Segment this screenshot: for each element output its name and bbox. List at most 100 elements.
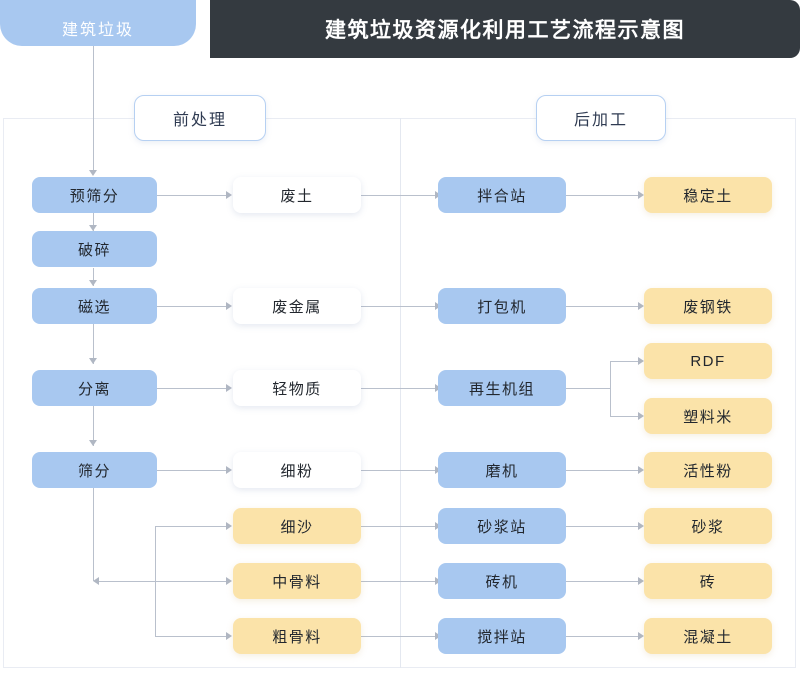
node-active-powder-label: 活性粉 — [683, 462, 733, 480]
node-stabilized-soil[interactable]: 稳定土 — [644, 177, 772, 213]
node-plastic-pellet[interactable]: 塑料米 — [644, 398, 772, 434]
section-label-postprocessing[interactable]: 后加工 — [536, 95, 666, 141]
node-light-material[interactable]: 轻物质 — [233, 370, 361, 406]
edge-finepowder-to-mill — [361, 470, 435, 471]
edge-separate-to-sieve — [93, 406, 94, 446]
node-waste-metal-label: 废金属 — [272, 298, 322, 316]
node-concrete[interactable]: 混凝土 — [644, 618, 772, 654]
source-node-tab[interactable]: 建筑垃圾 — [0, 0, 196, 46]
node-crushing[interactable]: 破碎 — [32, 231, 157, 267]
arrowhead-bracket-to-rdf — [638, 357, 644, 365]
edge-mixingstation-to-stabilizedsoil — [566, 195, 638, 196]
edge-presieve-to-crush — [93, 213, 94, 231]
edge-medagg-to-brickmachine — [361, 581, 435, 582]
edge-magnetic-to-separate — [93, 324, 94, 364]
arrowhead-bracket-to-coarseagg — [226, 632, 232, 640]
node-mixing-station-label: 拌合站 — [477, 187, 527, 205]
node-coarse-aggregate-label: 粗骨料 — [272, 628, 322, 646]
node-sieving[interactable]: 筛分 — [32, 452, 157, 488]
node-mill[interactable]: 磨机 — [438, 452, 566, 488]
node-waste-metal[interactable]: 废金属 — [233, 288, 361, 324]
node-coarse-aggregate[interactable]: 粗骨料 — [233, 618, 361, 654]
node-presieve[interactable]: 预筛分 — [32, 177, 157, 213]
edge-bracket-to-finesand — [155, 526, 226, 527]
node-stabilized-soil-label: 稳定土 — [683, 187, 733, 205]
edge-recycleunit-to-split — [566, 388, 611, 389]
edge-sieve-to-bracket — [99, 581, 156, 582]
node-scrap-steel[interactable]: 废钢铁 — [644, 288, 772, 324]
node-mortar-station-label: 砂浆站 — [477, 518, 527, 536]
arrowhead-separate-to-sieve — [89, 440, 97, 446]
section-divider — [400, 118, 401, 668]
edge-bracket-to-rdf — [610, 361, 638, 362]
node-sieving-label: 筛分 — [77, 462, 111, 480]
node-baler-label: 打包机 — [477, 298, 527, 316]
node-plastic-pellet-label: 塑料米 — [683, 408, 733, 426]
node-mortar-station[interactable]: 砂浆站 — [438, 508, 566, 544]
node-fine-sand-label: 细沙 — [280, 518, 314, 536]
node-agitator-station-label: 搅拌站 — [477, 628, 527, 646]
edge-source-to-presieve — [93, 46, 94, 170]
node-waste-soil-label: 废土 — [280, 187, 314, 205]
arrowhead-bracket-to-finesand — [226, 522, 232, 530]
edge-mill-to-activepowder — [566, 470, 638, 471]
diagram-frame — [3, 118, 796, 668]
node-brick[interactable]: 砖 — [644, 563, 772, 599]
node-concrete-label: 混凝土 — [683, 628, 733, 646]
arrowhead-bracket-to-medagg — [226, 577, 232, 585]
section-label-pretreatment-text: 前处理 — [172, 112, 227, 129]
node-fine-powder[interactable]: 细粉 — [233, 452, 361, 488]
edge-baler-to-scrapsteel — [566, 306, 638, 307]
arrowhead-baler-to-scrapsteel — [638, 302, 644, 310]
node-separation-label: 分离 — [77, 380, 111, 398]
edge-lightmaterial-to-recycleunit — [361, 388, 435, 389]
node-recycling-unit-label: 再生机组 — [468, 380, 535, 398]
arrowhead-agitator-to-concrete — [638, 632, 644, 640]
node-light-material-label: 轻物质 — [272, 380, 322, 398]
node-agitator-station[interactable]: 搅拌站 — [438, 618, 566, 654]
edge-brickmachine-to-brick — [566, 581, 638, 582]
node-fine-sand[interactable]: 细沙 — [233, 508, 361, 544]
edge-mortarstation-to-mortar — [566, 526, 638, 527]
edge-coarseagg-to-agitator — [361, 636, 435, 637]
node-medium-aggregate[interactable]: 中骨料 — [233, 563, 361, 599]
recycleunit-bracket-spine — [610, 361, 611, 416]
node-brick-machine-label: 砖机 — [485, 573, 519, 591]
arrowhead-sieve-bracket — [93, 577, 99, 585]
arrowhead-mixingstation-to-stabilizedsoil — [638, 191, 644, 199]
arrowhead-source-to-presieve — [89, 170, 97, 176]
node-brick-label: 砖 — [699, 573, 717, 591]
node-separation[interactable]: 分离 — [32, 370, 157, 406]
source-node-label: 建筑垃圾 — [61, 22, 134, 39]
node-active-powder[interactable]: 活性粉 — [644, 452, 772, 488]
arrowhead-magnetic-to-separate — [89, 358, 97, 364]
node-scrap-steel-label: 废钢铁 — [683, 298, 733, 316]
node-crushing-label: 破碎 — [77, 241, 111, 259]
node-rdf[interactable]: RDF — [644, 343, 772, 379]
edge-sieve-down-trunk — [93, 488, 94, 581]
node-mixing-station[interactable]: 拌合站 — [438, 177, 566, 213]
edge-bracket-to-medagg — [155, 581, 226, 582]
section-label-postprocessing-text: 后加工 — [573, 112, 628, 129]
edge-sieve-to-finepowder — [157, 470, 226, 471]
node-waste-soil[interactable]: 废土 — [233, 177, 361, 213]
edge-bracket-to-coarseagg — [155, 636, 226, 637]
node-brick-machine[interactable]: 砖机 — [438, 563, 566, 599]
node-fine-powder-label: 细粉 — [280, 462, 314, 480]
node-magnetic-separation[interactable]: 磁选 — [32, 288, 157, 324]
edge-crush-to-magnetic — [93, 268, 94, 286]
edge-agitator-to-concrete — [566, 636, 638, 637]
arrowhead-magnetic-to-wastemetal — [226, 302, 232, 310]
arrowhead-mortarstation-to-mortar — [638, 522, 644, 530]
node-recycling-unit[interactable]: 再生机组 — [438, 370, 566, 406]
arrowhead-presieve-to-crush — [89, 225, 97, 231]
node-mill-label: 磨机 — [485, 462, 519, 480]
arrowhead-mill-to-activepowder — [638, 466, 644, 474]
edge-wastesoil-to-mixingstation — [361, 195, 435, 196]
node-baler[interactable]: 打包机 — [438, 288, 566, 324]
arrowhead-presieve-to-wastesoil — [226, 191, 232, 199]
node-magnetic-separation-label: 磁选 — [77, 298, 111, 316]
section-label-pretreatment[interactable]: 前处理 — [134, 95, 266, 141]
node-mortar[interactable]: 砂浆 — [644, 508, 772, 544]
